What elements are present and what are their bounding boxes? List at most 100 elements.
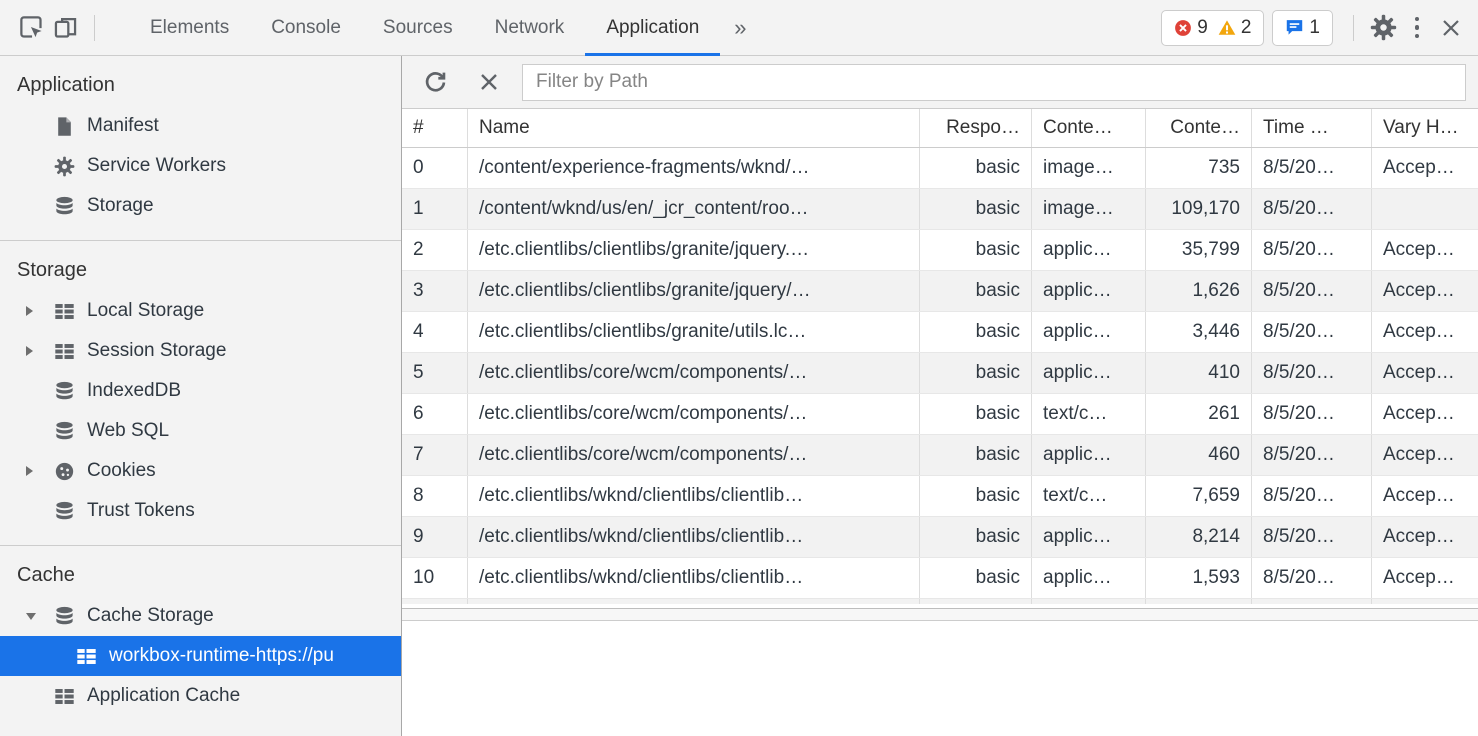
cell-content-length: 3,446 <box>1146 312 1252 352</box>
column-header-time-cached[interactable]: Time … <box>1252 109 1372 147</box>
sidebar-item-label: workbox-runtime-https://pu <box>109 645 334 667</box>
chevron-down-icon[interactable] <box>26 613 54 620</box>
sidebar-item-indexeddb[interactable]: IndexedDB <box>0 371 401 411</box>
cell-time-cached: 8/5/20… <box>1252 476 1372 516</box>
sidebar-item-storage[interactable]: Storage <box>0 186 401 226</box>
console-errors-warnings-badge[interactable]: 9 2 <box>1161 10 1264 46</box>
cell-index: 7 <box>402 435 468 475</box>
table-row[interactable]: 8 /etc.clientlibs/wknd/clientlibs/client… <box>402 476 1478 517</box>
sidebar-item-session-storage[interactable]: Session Storage <box>0 331 401 371</box>
application-sidebar: Application Manifest <box>0 56 402 736</box>
kebab-menu-icon[interactable] <box>1400 11 1434 45</box>
column-header-content-length[interactable]: Conte… <box>1146 109 1252 147</box>
cell-name: /etc.clientlibs/wknd/clientlibs/clientli… <box>468 476 920 516</box>
grid-header-row: # Name Respo… Conte… Conte… Time … Vary … <box>402 109 1478 148</box>
cell-vary-header: Accep… <box>1372 230 1478 270</box>
database-icon <box>54 421 75 442</box>
table-row[interactable]: 1 /content/wknd/us/en/_jcr_content/roo… … <box>402 189 1478 230</box>
device-toolbar-icon[interactable] <box>48 11 82 45</box>
sidebar-item-label: Session Storage <box>87 340 226 362</box>
database-icon <box>54 381 75 402</box>
table-row[interactable]: 10 /etc.clientlibs/wknd/clientlibs/clien… <box>402 558 1478 599</box>
application-panel: Application Manifest <box>0 56 1478 736</box>
issues-badge[interactable]: 1 <box>1272 10 1333 46</box>
sidebar-item-workbox-runtime-cache[interactable]: workbox-runtime-https://pu <box>0 636 401 676</box>
cell-content-type: image… <box>1032 189 1146 229</box>
database-icon <box>54 606 75 627</box>
tab-elements[interactable]: Elements <box>129 0 250 55</box>
table-row[interactable]: 5 /etc.clientlibs/core/wcm/components/… … <box>402 353 1478 394</box>
sidebar-item-label: Web SQL <box>87 420 169 442</box>
section-title-application: Application <box>0 64 401 106</box>
more-tabs-icon[interactable]: » <box>720 0 760 55</box>
clear-icon[interactable] <box>472 65 506 99</box>
cell-response-type: basic <box>920 353 1032 393</box>
cell-index: 9 <box>402 517 468 557</box>
chevron-right-icon[interactable] <box>26 306 54 316</box>
table-row[interactable]: 6 /etc.clientlibs/core/wcm/components/… … <box>402 394 1478 435</box>
sidebar-item-application-cache[interactable]: Application Cache <box>0 676 401 716</box>
inspect-element-icon[interactable] <box>14 11 48 45</box>
sidebar-item-cookies[interactable]: Cookies <box>0 451 401 491</box>
cache-entry-preview-pane <box>402 621 1478 736</box>
cell-name: /etc.clientlibs/wknd/clientlibs/clientli… <box>468 517 920 557</box>
cell-content-type: applic… <box>1032 271 1146 311</box>
table-row[interactable]: 0 /content/experience-fragments/wknd/… b… <box>402 148 1478 189</box>
sidebar-item-trust-tokens[interactable]: Trust Tokens <box>0 491 401 531</box>
cell-name: /etc.clientlibs/clientlibs/granite/utils… <box>468 312 920 352</box>
panel-tabs: Elements Console Sources Network Applica… <box>129 0 761 55</box>
cookie-icon <box>54 461 75 482</box>
refresh-icon[interactable] <box>418 65 452 99</box>
table-row[interactable]: 4 /etc.clientlibs/clientlibs/granite/uti… <box>402 312 1478 353</box>
filter-by-path-input[interactable] <box>522 64 1466 101</box>
sidebar-item-label: Trust Tokens <box>87 500 195 522</box>
sidebar-section-cache: Cache Cache Storage <box>0 546 401 730</box>
sidebar-item-cache-storage[interactable]: Cache Storage <box>0 596 401 636</box>
toolbar-separator <box>1353 15 1354 41</box>
cell-time-cached: 8/5/20… <box>1252 435 1372 475</box>
devtools-toolbar: Elements Console Sources Network Applica… <box>0 0 1478 56</box>
sidebar-item-service-workers[interactable]: Service Workers <box>0 146 401 186</box>
sidebar-item-label: Cache Storage <box>87 605 214 627</box>
cell-name: /etc.clientlibs/core/wcm/components/… <box>468 353 920 393</box>
chevron-right-icon[interactable] <box>26 346 54 356</box>
column-header-response-type[interactable]: Respo… <box>920 109 1032 147</box>
section-title-storage: Storage <box>0 249 401 291</box>
sidebar-item-manifest[interactable]: Manifest <box>0 106 401 146</box>
horizontal-scrollbar[interactable] <box>402 608 1478 621</box>
cell-vary-header: Accep… <box>1372 476 1478 516</box>
close-icon[interactable] <box>1434 11 1468 45</box>
cell-time-cached: 8/5/20… <box>1252 189 1372 229</box>
cell-content-length: 1,626 <box>1146 271 1252 311</box>
tab-application[interactable]: Application <box>585 0 720 55</box>
column-header-name[interactable]: Name <box>468 109 920 147</box>
cell-index: 3 <box>402 271 468 311</box>
cell-content-type: applic… <box>1032 558 1146 598</box>
cell-content-length: 410 <box>1146 353 1252 393</box>
table-row[interactable]: 9 /etc.clientlibs/wknd/clientlibs/client… <box>402 517 1478 558</box>
cell-content-length: 735 <box>1146 148 1252 188</box>
column-header-content-type[interactable]: Conte… <box>1032 109 1146 147</box>
column-header-index[interactable]: # <box>402 109 468 147</box>
cell-content-type: applic… <box>1032 312 1146 352</box>
cell-response-type: basic <box>920 394 1032 434</box>
table-row[interactable]: 3 /etc.clientlibs/clientlibs/granite/jqu… <box>402 271 1478 312</box>
settings-gear-icon[interactable] <box>1366 11 1400 45</box>
cell-content-length: 261 <box>1146 394 1252 434</box>
cell-vary-header: Accep… <box>1372 312 1478 352</box>
cell-name: /content/experience-fragments/wknd/… <box>468 148 920 188</box>
sidebar-item-local-storage[interactable]: Local Storage <box>0 291 401 331</box>
table-icon <box>54 686 75 707</box>
cell-time-cached: 8/5/20… <box>1252 353 1372 393</box>
tab-network[interactable]: Network <box>474 0 586 55</box>
cell-index: 8 <box>402 476 468 516</box>
table-row[interactable]: 2 /etc.clientlibs/clientlibs/granite/jqu… <box>402 230 1478 271</box>
column-header-vary-header[interactable]: Vary H… <box>1372 109 1478 147</box>
tab-sources[interactable]: Sources <box>362 0 474 55</box>
document-icon <box>54 116 75 137</box>
chevron-right-icon[interactable] <box>26 466 54 476</box>
tab-console[interactable]: Console <box>250 0 362 55</box>
sidebar-item-web-sql[interactable]: Web SQL <box>0 411 401 451</box>
table-row[interactable]: 7 /etc.clientlibs/core/wcm/components/… … <box>402 435 1478 476</box>
